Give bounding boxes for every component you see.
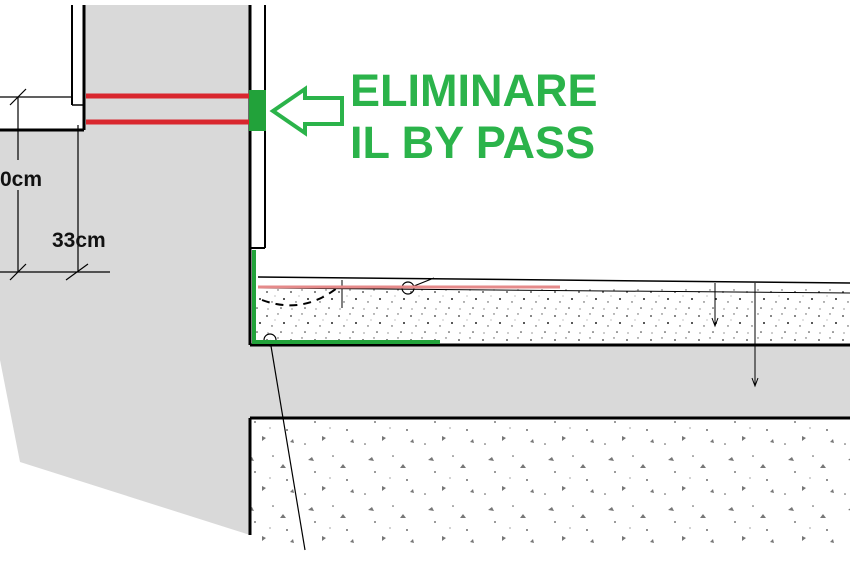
base-slab xyxy=(250,345,850,418)
waterproofing-membrane xyxy=(252,250,440,344)
annotation-line-1: ELIMINARE xyxy=(350,65,598,116)
outlines xyxy=(0,5,850,551)
annotation-line-2: IL BY PASS xyxy=(350,117,595,168)
foundation-concrete xyxy=(250,418,850,543)
arrow-left-outline-icon xyxy=(269,85,344,137)
insulation-layer xyxy=(256,278,850,288)
wall-section xyxy=(0,5,250,535)
upper-left-void xyxy=(0,90,83,130)
dimension-label-33cm: 33cm xyxy=(52,229,106,252)
dimension-label-bg xyxy=(6,160,50,190)
screed-layer xyxy=(256,288,850,345)
dimension-label-height: 0cm xyxy=(0,168,42,191)
bypass-outlet-marker xyxy=(249,90,266,131)
